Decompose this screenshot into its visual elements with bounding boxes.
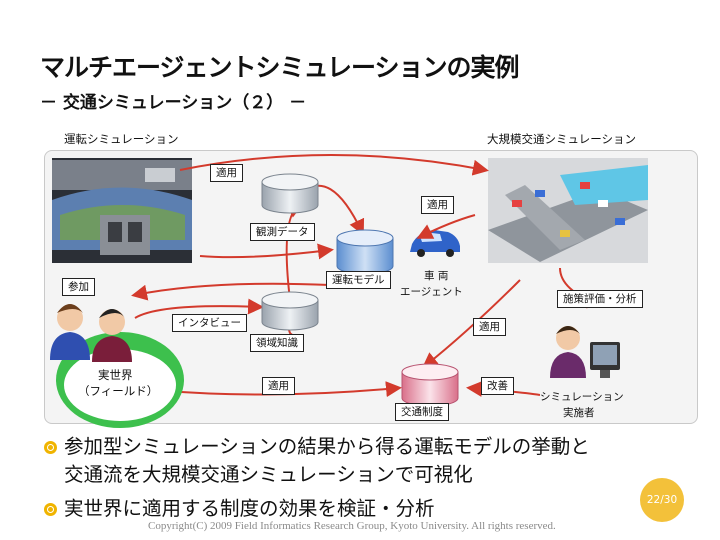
slide-subtitle: － 交通シミュレーション（２） － [40,93,307,113]
driving-simulator-image [52,158,192,263]
bullet-2: 実世界に適用する制度の効果を検証・分析 [64,497,435,520]
apply-label-bottom: 適用 [262,377,295,395]
slide-title: マルチエージェントシミュレーションの実例 [40,53,520,82]
car-icon [410,230,460,257]
real-world-label-2: （フィールド） [78,384,159,398]
vehicle-agent-label-1: 車 両 [424,270,449,282]
interview-label: インタビュー [172,314,247,332]
sim-operator-label-1: シミュレーション [540,391,624,403]
apply-label-top: 適用 [210,164,243,182]
participation-label: 参加 [62,278,95,296]
bullet-1-line-2: 交通流を大規模交通シミュレーションで可視化 [64,463,473,486]
sim-operator-label-2: 実施者 [563,407,595,419]
driving-sim-header: 運転シミュレーション [64,132,179,146]
simulation-operator-icon [550,326,620,378]
real-world-label-1: 実世界 [98,368,133,382]
page-number-badge: 22/30 [640,478,684,522]
observation-data-label: 観測データ [250,223,315,241]
apply-label-mid: 適用 [473,318,506,336]
driving-model-label: 運転モデル [326,271,391,289]
apply-label-right: 適用 [421,196,454,214]
traffic-system-label: 交通制度 [395,403,449,421]
participant-people-icon [50,304,132,362]
database-cylinder-top [261,173,319,214]
domain-knowledge-label: 領域知識 [250,334,304,352]
traffic-sim-header: 大規模交通シミュレーション [487,132,637,146]
flow-arrows [131,154,604,398]
database-cylinder-interview [261,291,319,331]
bullet-1-line-1: 参加型シミュレーションの結果から得る運転モデルの挙動と [64,435,590,458]
real-world-inner [64,349,176,421]
database-cylinder-traffic-system [401,363,459,407]
bullet-icon [44,441,57,454]
bullet-icon [44,503,57,516]
policy-eval-label: 施策評価・分析 [557,290,643,308]
vehicle-agent-label-2: エージェント [400,286,463,298]
improve-label: 改善 [481,377,514,395]
database-cylinder-driving-model [336,229,394,275]
copyright-footer: Copyright(C) 2009 Field Informatics Rese… [148,520,556,532]
traffic-sim-image [488,158,648,263]
